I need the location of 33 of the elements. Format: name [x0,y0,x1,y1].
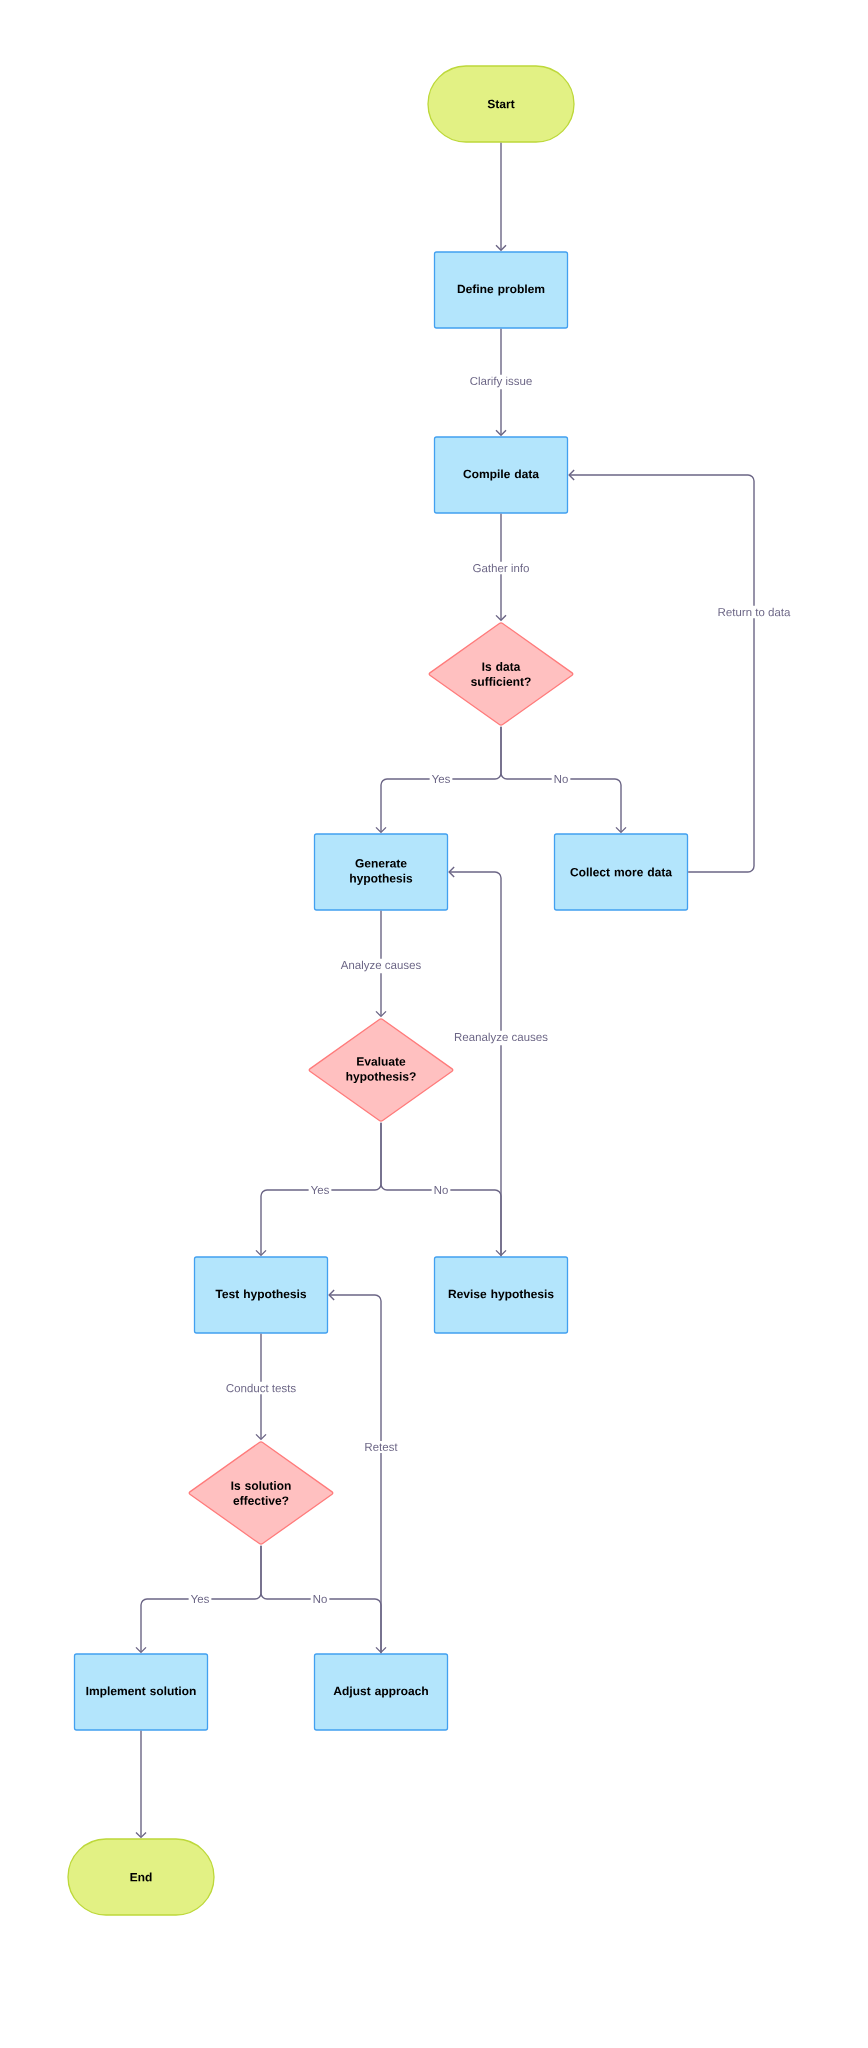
process-box: Test hypothesis [193,1256,329,1334]
edge-label: Yes [429,773,453,785]
process-box: Adjust approach [313,1653,449,1731]
arrow [375,909,387,1018]
arrow [255,1332,267,1441]
arrow [380,1121,507,1257]
edge-label: No [431,1184,451,1197]
arrow [495,327,507,437]
arrow [328,1289,382,1655]
process-box: Define problem [433,251,569,329]
arrow [448,866,502,1258]
edge-label: Reanalyze causes [452,1030,550,1046]
process-box: Collect more data [553,833,689,911]
arrow [568,469,755,873]
process-box: Revise hypothesis [433,1256,569,1334]
arrow [260,1544,387,1654]
edge-label: No [551,773,571,785]
edge-label: Yes [188,1593,212,1606]
process-box: Implement solution [73,1653,209,1731]
arrow [500,725,627,834]
arrow [135,1729,147,1839]
edge-label: Yes [308,1184,332,1197]
process-box: Compile data [433,436,569,514]
arrow [495,512,507,622]
edge-label: Clarify issue [467,374,535,390]
edge-label: Gather info [470,561,532,575]
process-box: Generate hypothesis [313,833,449,911]
edge-label: No [310,1593,330,1606]
edge-label: Conduct tests [223,1381,299,1395]
edge-label: Retest [362,1441,400,1454]
edge-label: Return to data [715,605,793,619]
edge-label: Analyze causes [338,958,424,974]
arrow [495,141,507,252]
